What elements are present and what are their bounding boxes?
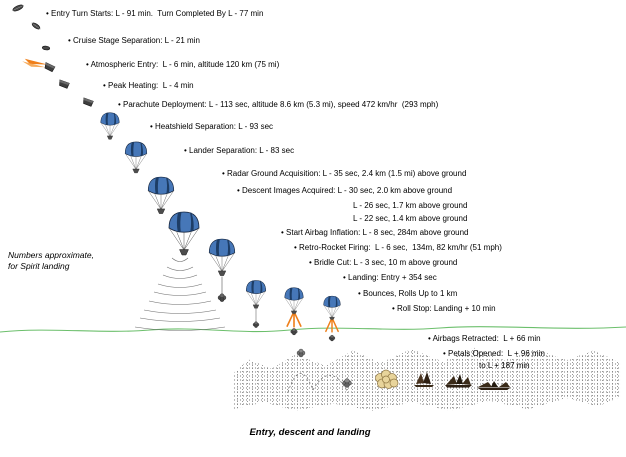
- label-landing: • Landing: Entry + 354 sec: [343, 273, 437, 282]
- retro-rocket-icon: [323, 295, 341, 342]
- lander-petals-icon: [445, 374, 472, 388]
- label-lander-separation: • Lander Separation: L - 83 sec: [184, 146, 295, 155]
- airbag-cluster-icon: [375, 369, 399, 389]
- label-radar-ground-acquisition: • Radar Ground Acquisition: L - 35 sec, …: [222, 169, 467, 178]
- label-entry-turn-starts: • Entry Turn Starts: L - 91 min. Turn Co…: [46, 9, 264, 18]
- label-bounces-rolls: • Bounces, Rolls Up to 1 km: [358, 289, 458, 298]
- lander-petals-icon: [414, 372, 434, 387]
- label-airbags-retracted: • Airbags Retracted: L + 66 min: [428, 334, 541, 343]
- label-heatshield-separation: • Heatshield Separation: L - 93 sec: [150, 122, 274, 131]
- parachute-icon: [147, 176, 175, 215]
- label-petals-opened-range: to L + 187 min: [479, 361, 530, 370]
- parachute-bridle-icon: [208, 238, 236, 302]
- label-descent-images-acquired: • Descent Images Acquired: L - 30 sec, 2…: [237, 186, 453, 195]
- approximation-note: Numbers approximate, for Spirit landing: [8, 250, 94, 272]
- label-roll-stop: • Roll Stop: Landing + 10 min: [392, 304, 496, 313]
- lander-petals-icon: [477, 381, 511, 390]
- label-start-airbag-inflation: • Start Airbag Inflation: L - 8 sec, 284…: [281, 228, 469, 237]
- bounce-path-icon: [287, 373, 348, 393]
- label-cruise-stage-separation: • Cruise Stage Separation: L - 21 min: [68, 36, 200, 45]
- capsule-icon: [57, 79, 71, 90]
- radar-beam-icon: [134, 257, 226, 331]
- cruise-stage-icon: [12, 4, 24, 12]
- diagram-caption: Entry, descent and landing: [249, 427, 371, 438]
- label-peak-heating: • Peak Heating: L - 4 min: [103, 81, 194, 90]
- parachute-bridle-icon: [245, 280, 267, 328]
- parachute-icon: [168, 211, 200, 256]
- label-retro-rocket-firing: • Retro-Rocket Firing: L - 6 sec, 134m, …: [294, 243, 502, 252]
- approximation-note-line1: Numbers approximate,: [8, 250, 94, 260]
- label-atmospheric-entry: • Atmospheric Entry: L - 6 min, altitude…: [86, 60, 280, 69]
- bouncing-airbag-icon: [296, 348, 306, 358]
- label-descent-image-2: L - 26 sec, 1.7 km above ground: [353, 201, 468, 210]
- approximation-note-line2: for Spirit landing: [8, 261, 70, 271]
- ground-line-icon: [0, 326, 626, 333]
- entry-capsule-icon: [22, 58, 56, 73]
- cruise-stage-icon: [31, 22, 41, 30]
- parachute-icon: [100, 112, 120, 140]
- retro-rocket-icon: [284, 287, 304, 336]
- parachute-icon: [124, 141, 148, 174]
- label-petals-opened: • Petals Opened: L + 96 min: [443, 349, 545, 358]
- capsule-icon: [81, 97, 95, 108]
- label-descent-image-3: L - 22 sec, 1.4 km above ground: [353, 214, 468, 223]
- label-parachute-deployment: • Parachute Deployment: L - 113 sec, alt…: [118, 100, 439, 109]
- label-bridle-cut: • Bridle Cut: L - 3 sec, 10 m above grou…: [309, 258, 458, 267]
- cruise-stage-icon: [41, 45, 51, 51]
